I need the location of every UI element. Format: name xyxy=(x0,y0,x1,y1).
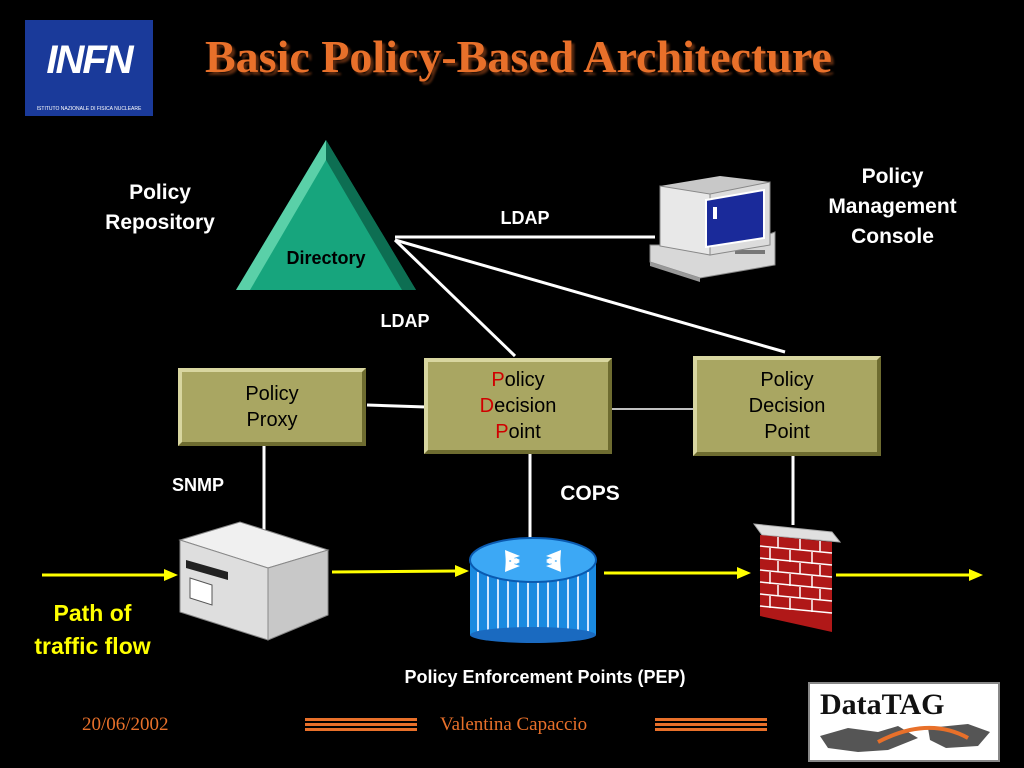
computer-console-icon xyxy=(649,176,776,282)
policy-decision-point-box-main: Policy Decision Point xyxy=(424,358,612,454)
traffic-arrows xyxy=(42,565,983,581)
infn-logo: INFN ISTITUTO NAZIONALE DI FISICA NUCLEA… xyxy=(25,20,153,116)
router-icon xyxy=(469,537,597,643)
ldap-label-top: LDAP xyxy=(500,208,550,228)
footer-author: Valentina Capaccio xyxy=(440,714,588,735)
snmp-label: SNMP xyxy=(171,475,224,495)
cops-label: COPS xyxy=(560,482,620,505)
datatag-map-icon xyxy=(820,724,990,752)
ldap-line-main-pdp xyxy=(393,238,517,358)
datatag-logo: DataTAG xyxy=(808,682,1000,762)
slide-title: Basic Policy-Based Architecture xyxy=(205,31,832,82)
proxy-server-icon xyxy=(178,521,330,641)
line-proxy-pdp xyxy=(366,403,427,409)
firewall-icon xyxy=(752,523,842,632)
directory-triangle-icon xyxy=(236,140,416,290)
ldap-line-right-pdp xyxy=(394,238,786,354)
infn-logo-text: INFN xyxy=(46,38,133,82)
datatag-logo-text: DataTAG xyxy=(820,688,945,721)
infn-logo-subtext: ISTITUTO NAZIONALE DI FISICA NUCLEARE xyxy=(36,106,142,112)
directory-label: Directory xyxy=(286,248,366,268)
ldap-label-mid: LDAP xyxy=(380,311,430,331)
footer-decor xyxy=(305,718,767,731)
pep-label: Policy Enforcement Points (PEP) xyxy=(404,667,686,687)
footer-date: 20/06/2002 xyxy=(82,714,169,735)
